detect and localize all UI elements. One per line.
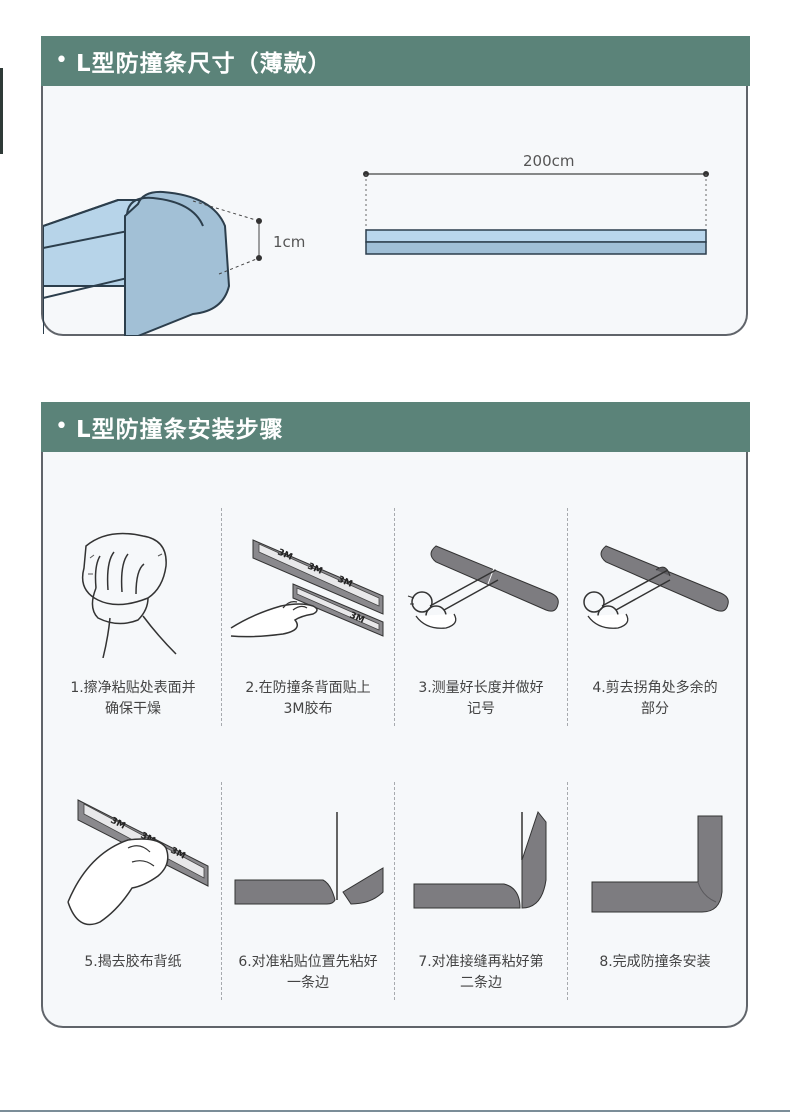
step-8: 8.完成防撞条安装	[570, 792, 740, 973]
step-2-caption-line2: 3M胶布	[283, 701, 333, 717]
thickness-label: 1cm	[273, 233, 306, 251]
step-divider	[394, 508, 395, 726]
stick-second-side-illustration	[413, 810, 547, 909]
step-7-caption-line2: 二条边	[460, 975, 502, 991]
install-card: • L型防撞条安装步骤 1.擦净粘贴处表面并 确保干燥	[41, 402, 750, 1028]
step-2-caption-line1: 2.在防撞条背面贴上	[245, 680, 371, 696]
step-1-caption-line1: 1.擦净粘贴处表面并	[70, 680, 196, 696]
step-3-caption-line2: 记号	[467, 701, 495, 717]
page-bottom-divider	[0, 1110, 790, 1112]
peel-backing-illustration: 3M 3M 3M	[67, 799, 209, 926]
measure-cut-illustration	[407, 545, 559, 629]
step-5: 3M 3M 3M 5.揭去胶布背纸	[48, 792, 218, 973]
edge-marker	[0, 68, 3, 154]
step-6: 6.对准粘贴位置先粘好 一条边	[223, 792, 393, 994]
step-7: 7.对准接缝再粘好第 二条边	[396, 792, 566, 994]
size-card-title: L型防撞条尺寸（薄款）	[75, 51, 332, 77]
step-2: 3M 3M 3M 3M 2.在防撞条背面贴上 3M胶布	[223, 518, 393, 720]
step-4: 4.剪去拐角处多余的 部分	[570, 518, 740, 720]
step-divider	[221, 782, 222, 1000]
step-1: 1.擦净粘贴处表面并 确保干燥	[48, 518, 218, 720]
stick-first-side-illustration	[234, 812, 384, 905]
step-divider	[567, 782, 568, 1000]
bullet-icon: •	[55, 48, 68, 73]
step-3-caption-line1: 3.测量好长度并做好	[418, 680, 544, 696]
size-card: • L型防撞条尺寸（薄款） 1cm 200cm	[41, 36, 750, 336]
thickness-dimension	[192, 200, 262, 275]
step-3: 3.测量好长度并做好 记号	[396, 518, 566, 720]
step-divider	[567, 508, 568, 726]
apply-tape-illustration: 3M 3M 3M 3M	[230, 539, 384, 638]
corner-cushion-illustration	[43, 190, 231, 336]
bullet-icon: •	[55, 414, 68, 439]
trim-corner-illustration	[583, 545, 729, 629]
step-7-caption-line1: 7.对准接缝再粘好第	[418, 954, 544, 970]
wipe-hand-icon	[81, 532, 177, 659]
step-1-caption-line2: 确保干燥	[105, 701, 161, 717]
step-divider	[394, 782, 395, 1000]
step-divider	[221, 508, 222, 726]
finished-corner-illustration	[591, 815, 723, 913]
step-6-caption-line2: 一条边	[287, 975, 329, 991]
step-5-caption-line1: 5.揭去胶布背纸	[84, 954, 182, 970]
step-6-caption-line1: 6.对准粘贴位置先粘好	[238, 954, 378, 970]
size-card-header: • L型防撞条尺寸（薄款）	[41, 36, 750, 86]
install-card-title: L型防撞条安装步骤	[75, 417, 284, 443]
length-dimension	[363, 171, 709, 255]
step-4-caption-line1: 4.剪去拐角处多余的	[592, 680, 718, 696]
length-label: 200cm	[523, 152, 575, 170]
step-8-caption-line1: 8.完成防撞条安装	[599, 954, 711, 970]
install-card-header: • L型防撞条安装步骤	[41, 402, 750, 452]
step-4-caption-line2: 部分	[641, 701, 669, 717]
